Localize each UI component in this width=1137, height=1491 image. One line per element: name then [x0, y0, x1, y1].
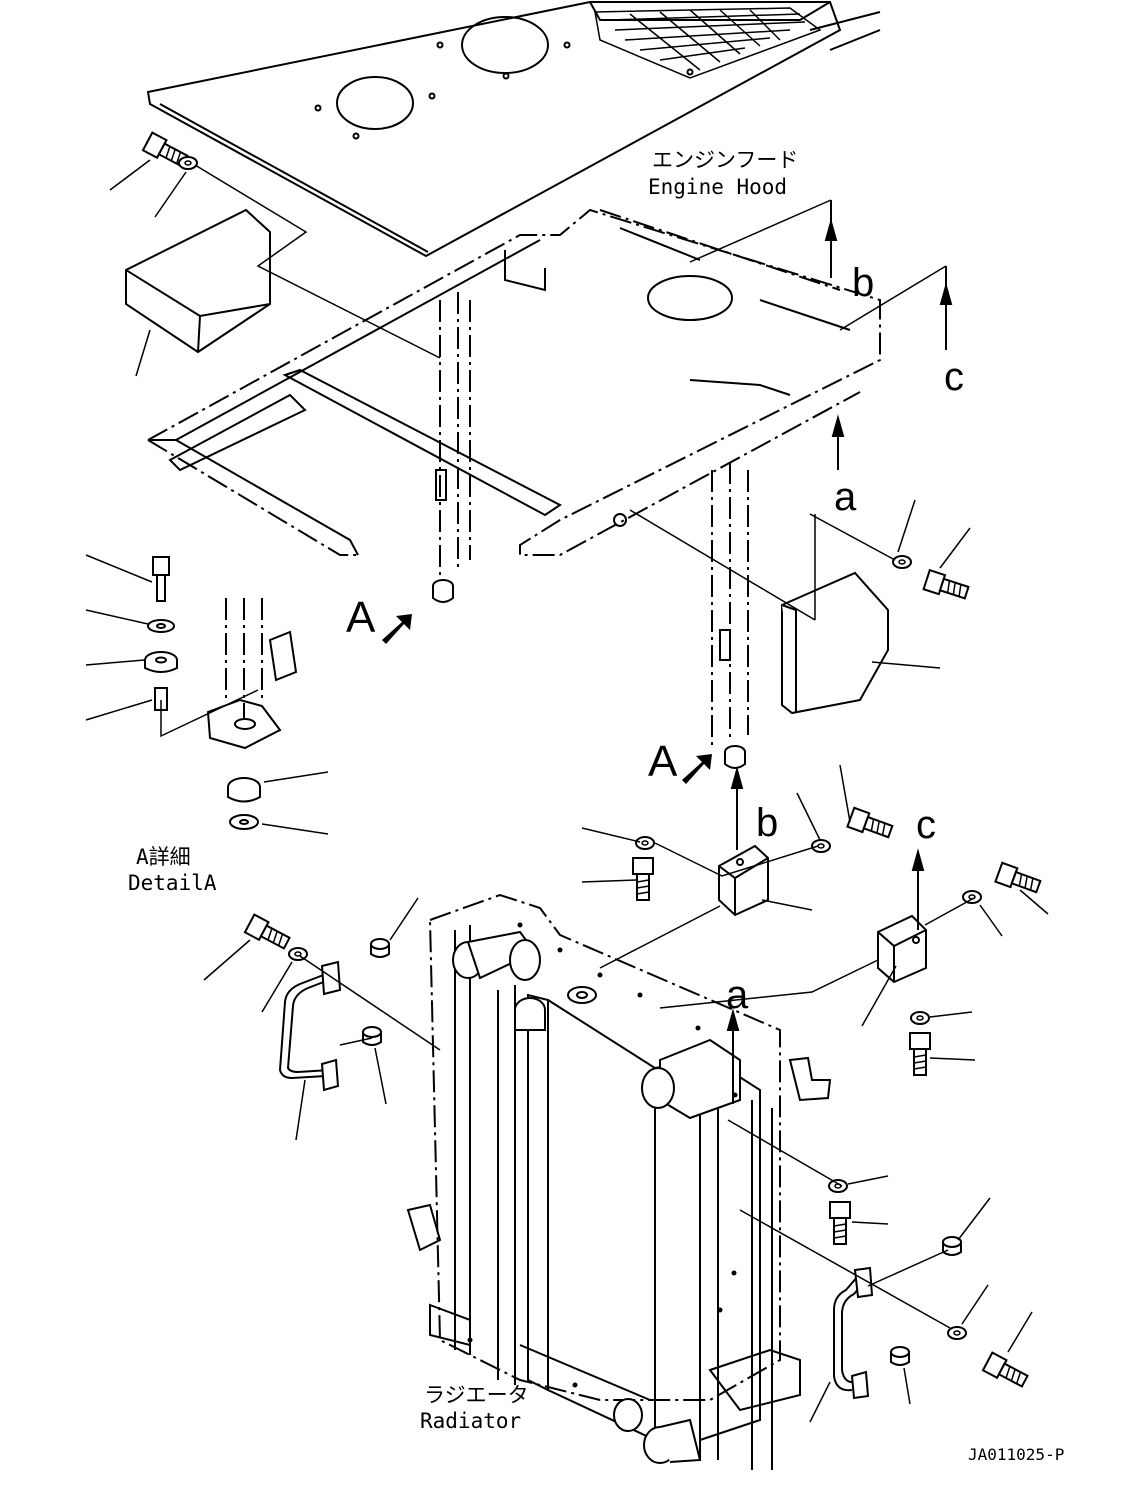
bracket-b-washer-left: [635, 836, 655, 850]
bracket-b: [718, 844, 769, 917]
guard-washer-right: [828, 1179, 848, 1193]
bracket-b-bolt-left: [632, 857, 654, 901]
guard-washer-right-lower: [947, 1326, 967, 1340]
cover-washer: [178, 156, 198, 170]
view-marker-a-lower: A: [648, 737, 678, 786]
connection-arrows: [726, 200, 953, 1104]
side-cover-left: [125, 208, 271, 354]
radiator-label-jp: ラジエータ: [424, 1383, 529, 1407]
view-marker-a-upper: A: [346, 593, 376, 642]
guard-bolt-left: [243, 913, 293, 953]
bracket-b-washer-right: [811, 839, 831, 853]
guard-bolt-right-lower: [981, 1351, 1031, 1391]
letter-b-mid: b: [756, 801, 778, 845]
leader-lines-guard-left: [203, 897, 441, 1141]
plate-bolt: [922, 569, 971, 604]
engine-hood-panel: [146, 1, 881, 258]
leader-lines-guard-right: [727, 1119, 1033, 1423]
leader-lines-detail: [85, 554, 329, 835]
guard-nut-left-bottom: [362, 1026, 382, 1046]
detail-a-bracket: [206, 598, 298, 750]
engine-hood-grille: [594, 7, 822, 79]
bracket-c-bolt-bottom: [909, 1032, 931, 1076]
letter-c-top: c: [944, 355, 964, 399]
post-mount-left: [432, 579, 454, 603]
radiator-label-en: Radiator: [420, 1409, 521, 1433]
drawing-code: JA011025-P: [968, 1445, 1064, 1464]
leader-lines-brackets: [581, 764, 1049, 1061]
letter-c-mid: c: [916, 803, 936, 847]
detail-a-label-en: DetailA: [128, 871, 217, 895]
guard-bolt-right-mid: [829, 1201, 851, 1245]
bracket-c-bolt-top: [994, 861, 1043, 897]
bracket-c: [877, 914, 927, 984]
plate-washer: [892, 555, 912, 569]
view-arrow-icon: [382, 614, 712, 784]
engine-hood-label-jp: エンジンフード: [652, 148, 798, 172]
guard-nut-right-bottom: [890, 1346, 910, 1366]
side-plate-right: [781, 571, 889, 715]
bracket-b-bolt-right: [846, 806, 895, 842]
guard-bar-right: [788, 1056, 874, 1400]
post-mount-right: [724, 745, 746, 769]
radiator-tanks: [452, 930, 741, 1464]
leader-lines-cover: [109, 159, 441, 377]
leader-lines-plate: [629, 499, 971, 669]
radiator-dots: [467, 922, 738, 1388]
engine-hood-label-en: Engine Hood: [648, 175, 787, 199]
letter-a-top: a: [834, 475, 857, 519]
connection-arrow-guides: [689, 199, 947, 331]
guard-bar-left: [278, 960, 342, 1092]
guard-nut-left-top: [370, 938, 390, 958]
bracket-c-washer-top: [962, 890, 982, 904]
detail-a-label-jp: A詳細: [136, 845, 191, 869]
letter-a-mid: a: [726, 973, 749, 1017]
letter-b-top: b: [852, 261, 874, 305]
bracket-c-washer-bottom: [910, 1011, 930, 1025]
radiator-support-frame: [147, 208, 881, 745]
detail-a-parts: [144, 556, 261, 830]
